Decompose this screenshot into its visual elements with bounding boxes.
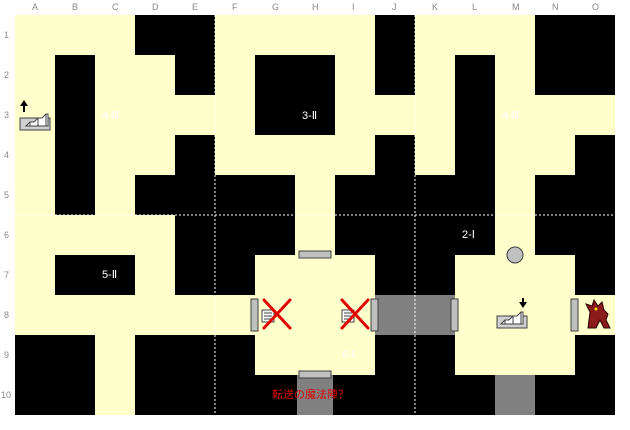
row-8: 8 [4, 310, 9, 320]
room-label-4-III-west: 4-Ⅲ [102, 110, 119, 122]
row-4: 4 [4, 150, 9, 160]
row-9: 9 [4, 350, 9, 360]
room-label-5-II: 5-Ⅱ [102, 269, 117, 281]
door-right-6-I[interactable] [370, 298, 379, 332]
col-C: C [112, 2, 119, 12]
cross-mark-icon [340, 298, 370, 330]
door-bottom-6-I[interactable] [298, 370, 332, 379]
gate-block-bottom-center [297, 375, 333, 415]
cross-mark-icon [262, 298, 292, 330]
col-E: E [192, 2, 198, 12]
col-H: H [312, 2, 319, 12]
col-B: B [72, 2, 78, 12]
col-O: O [592, 2, 599, 12]
floor-layer [15, 15, 615, 415]
row-5: 5 [4, 190, 9, 200]
col-K: K [432, 2, 438, 12]
column-labels: A B C D E F G H I J K L M N O [32, 2, 599, 12]
area-dividers [15, 15, 615, 415]
col-D: D [152, 2, 159, 12]
stairs-up-icon[interactable] [19, 100, 51, 131]
orb-switch-icon[interactable] [506, 246, 524, 264]
boss-monster-icon[interactable] [585, 298, 611, 329]
row-labels: 1 2 3 4 5 6 7 8 9 10 [1, 30, 11, 400]
gates [297, 295, 535, 415]
teleport-note: 転送の魔法陣？ [272, 387, 349, 401]
row-1: 1 [4, 30, 9, 40]
room-label-2-I: 2-Ⅰ [462, 229, 475, 241]
door-right-2-I[interactable] [570, 298, 579, 332]
row-2: 2 [4, 70, 9, 80]
col-J: J [392, 2, 397, 12]
stairs-down-icon[interactable] [496, 298, 528, 329]
col-A: A [32, 2, 38, 12]
col-L: L [472, 2, 477, 12]
door-left-2-I[interactable] [450, 298, 459, 332]
room-label-6-I: 6-Ⅰ [342, 349, 355, 361]
col-F: F [232, 2, 238, 12]
col-M: M [512, 2, 520, 12]
row-3: 3 [4, 110, 9, 120]
row-7: 7 [4, 270, 9, 280]
row-10: 10 [1, 390, 11, 400]
col-I: I [352, 2, 355, 12]
door-left-6-I[interactable] [250, 298, 259, 332]
door-top-6-I[interactable] [298, 250, 332, 259]
col-G: G [272, 2, 279, 12]
doors [250, 250, 579, 379]
row-6: 6 [4, 230, 9, 240]
gate-block-bottom-right [495, 375, 535, 415]
col-N: N [552, 2, 559, 12]
room-label-3-II: 3-Ⅱ [302, 110, 317, 122]
room-label-4-III-east: 4-Ⅲ [502, 110, 519, 122]
